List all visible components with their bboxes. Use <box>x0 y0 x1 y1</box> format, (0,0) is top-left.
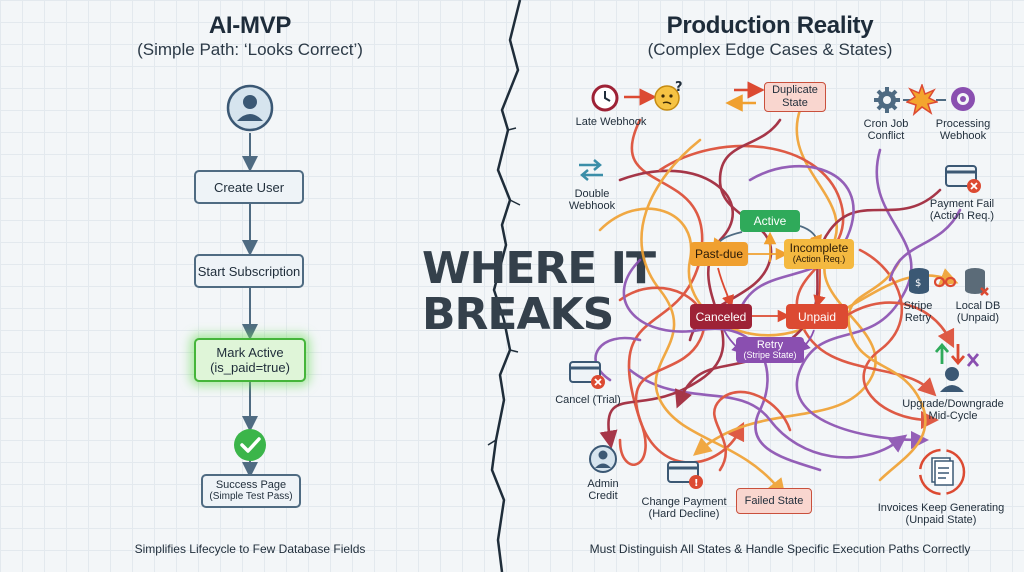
where-it-breaks-heading: WHERE IT BREAKS <box>422 243 656 340</box>
payment-fail-line-1: Payment Fail <box>929 198 995 210</box>
double-webhook-line-1: Double <box>574 188 610 200</box>
database-icon: $ <box>906 266 932 296</box>
thinking-face-icon: ? <box>652 80 686 114</box>
double-webhook-line-2: Webhook <box>568 200 616 212</box>
cron-job-line-1: Cron Job <box>863 118 909 130</box>
state-retry: Retry (Stripe State) <box>736 337 804 363</box>
upgrade-downgrade-icon <box>930 340 982 396</box>
create-user-step: Create User <box>194 170 304 204</box>
state-canceled: Canceled <box>690 304 752 329</box>
success-page-label: Success Page <box>215 479 287 491</box>
local-database-icon <box>962 266 990 296</box>
invoices-label: Invoices Keep Generating (Unpaid State) <box>876 502 1006 526</box>
heading-line-1: WHERE IT <box>422 243 656 294</box>
local-db-line-2: (Unpaid) <box>956 312 1000 324</box>
mark-active-detail: (is_paid=true) <box>210 360 290 375</box>
cron-job-line-2: Conflict <box>867 130 905 142</box>
clock-icon <box>590 83 620 113</box>
duplicate-state-box: Duplicate State <box>764 82 826 112</box>
explosion-icon <box>905 82 940 117</box>
card-cancel-icon <box>568 360 608 392</box>
left-flow-arrows <box>242 133 258 478</box>
swap-arrows-icon <box>576 158 606 182</box>
state-past-due-label: Past-due <box>694 247 744 261</box>
payment-fail-line-2: (Action Req.) <box>929 210 995 222</box>
state-past-due: Past-due <box>690 242 748 266</box>
state-incomplete-label: Incomplete <box>789 241 849 255</box>
state-retry-label: Retry <box>756 339 784 351</box>
check-circle-icon <box>232 427 268 463</box>
duplicate-state-line-1: Duplicate <box>772 84 818 96</box>
upgrade-downgrade-label: Upgrade/Downgrade Mid-Cycle <box>898 398 1008 422</box>
success-page-step: Success Page (Simple Test Pass) <box>201 474 301 508</box>
svg-text:!: ! <box>694 478 699 489</box>
upgrade-downgrade-line-2: Mid-Cycle <box>928 410 978 422</box>
admin-user-icon <box>588 444 618 474</box>
upgrade-downgrade-line-1: Upgrade/Downgrade <box>902 398 1004 410</box>
stripe-retry-line-1: Stripe <box>903 300 933 312</box>
local-db-line-1: Local DB <box>955 300 1001 312</box>
processing-webhook-label: Processing Webhook <box>930 118 996 142</box>
state-active: Active <box>740 210 800 232</box>
state-incomplete-detail: (Action Req.) <box>792 254 846 264</box>
failed-state-label: Failed State <box>744 494 804 507</box>
processing-webhook-line-2: Webhook <box>939 130 987 142</box>
user-icon <box>225 83 275 133</box>
change-payment-line-1: Change Payment <box>641 496 727 508</box>
card-warning-icon: ! <box>666 460 706 492</box>
crack-divider <box>487 0 522 572</box>
svg-text:?: ? <box>675 80 683 95</box>
left-subtitle: (Simple Path: ‘Looks Correct’) <box>137 40 363 59</box>
duplicate-state-line-2: State <box>782 97 808 109</box>
right-title: Production Reality <box>666 12 874 39</box>
right-subtitle: (Complex Edge Cases & States) <box>647 40 893 59</box>
change-payment-label: Change Payment (Hard Decline) <box>636 496 732 520</box>
payment-fail-label: Payment Fail (Action Req.) <box>922 198 1002 222</box>
left-caption: Simplifies Lifecycle to Few Database Fie… <box>134 542 366 556</box>
stripe-retry-label: Stripe Retry <box>896 300 940 324</box>
gear-icon <box>873 86 901 114</box>
cancel-trial-label: Cancel (Trial) <box>555 394 621 406</box>
card-error-icon <box>944 164 984 196</box>
mark-active-label: Mark Active <box>216 345 284 360</box>
start-subscription-step: Start Subscription <box>194 254 304 288</box>
start-subscription-label: Start Subscription <box>197 263 301 279</box>
invoices-line-2: (Unpaid State) <box>905 514 977 526</box>
state-active-label: Active <box>753 214 787 228</box>
state-canceled-label: Canceled <box>695 309 747 324</box>
mark-active-step: Mark Active (is_paid=true) <box>194 338 306 382</box>
double-webhook-label: Double Webhook <box>562 188 622 212</box>
stripe-retry-line-2: Retry <box>904 312 932 324</box>
state-retry-detail: (Stripe State) <box>743 350 797 360</box>
left-title: AI-MVP <box>208 12 292 39</box>
state-unpaid: Unpaid <box>786 304 848 329</box>
state-incomplete: Incomplete (Action Req.) <box>784 239 854 269</box>
invoice-stack-icon <box>914 446 970 498</box>
cron-job-conflict-label: Cron Job Conflict <box>856 118 916 142</box>
invoices-line-1: Invoices Keep Generating <box>877 502 1005 514</box>
late-webhook-label: Late Webhook <box>575 116 647 128</box>
processing-webhook-line-1: Processing <box>935 118 991 130</box>
right-caption: Must Distinguish All States & Handle Spe… <box>589 542 971 556</box>
state-unpaid-label: Unpaid <box>797 309 837 324</box>
svg-text:$: $ <box>915 278 921 289</box>
success-page-detail: (Simple Test Pass) <box>209 491 293 502</box>
admin-credit-line-1: Admin <box>587 478 619 490</box>
admin-credit-line-2: Credit <box>588 490 618 502</box>
local-db-label: Local DB (Unpaid) <box>950 300 1006 324</box>
create-user-label: Create User <box>213 179 285 195</box>
heading-line-2: BREAKS <box>422 289 614 340</box>
processing-gear-icon <box>948 84 978 114</box>
failed-state-box: Failed State <box>736 488 812 514</box>
admin-credit-label: Admin Credit <box>576 478 630 502</box>
change-payment-line-2: (Hard Decline) <box>648 508 720 520</box>
broken-link-icon <box>933 272 957 292</box>
